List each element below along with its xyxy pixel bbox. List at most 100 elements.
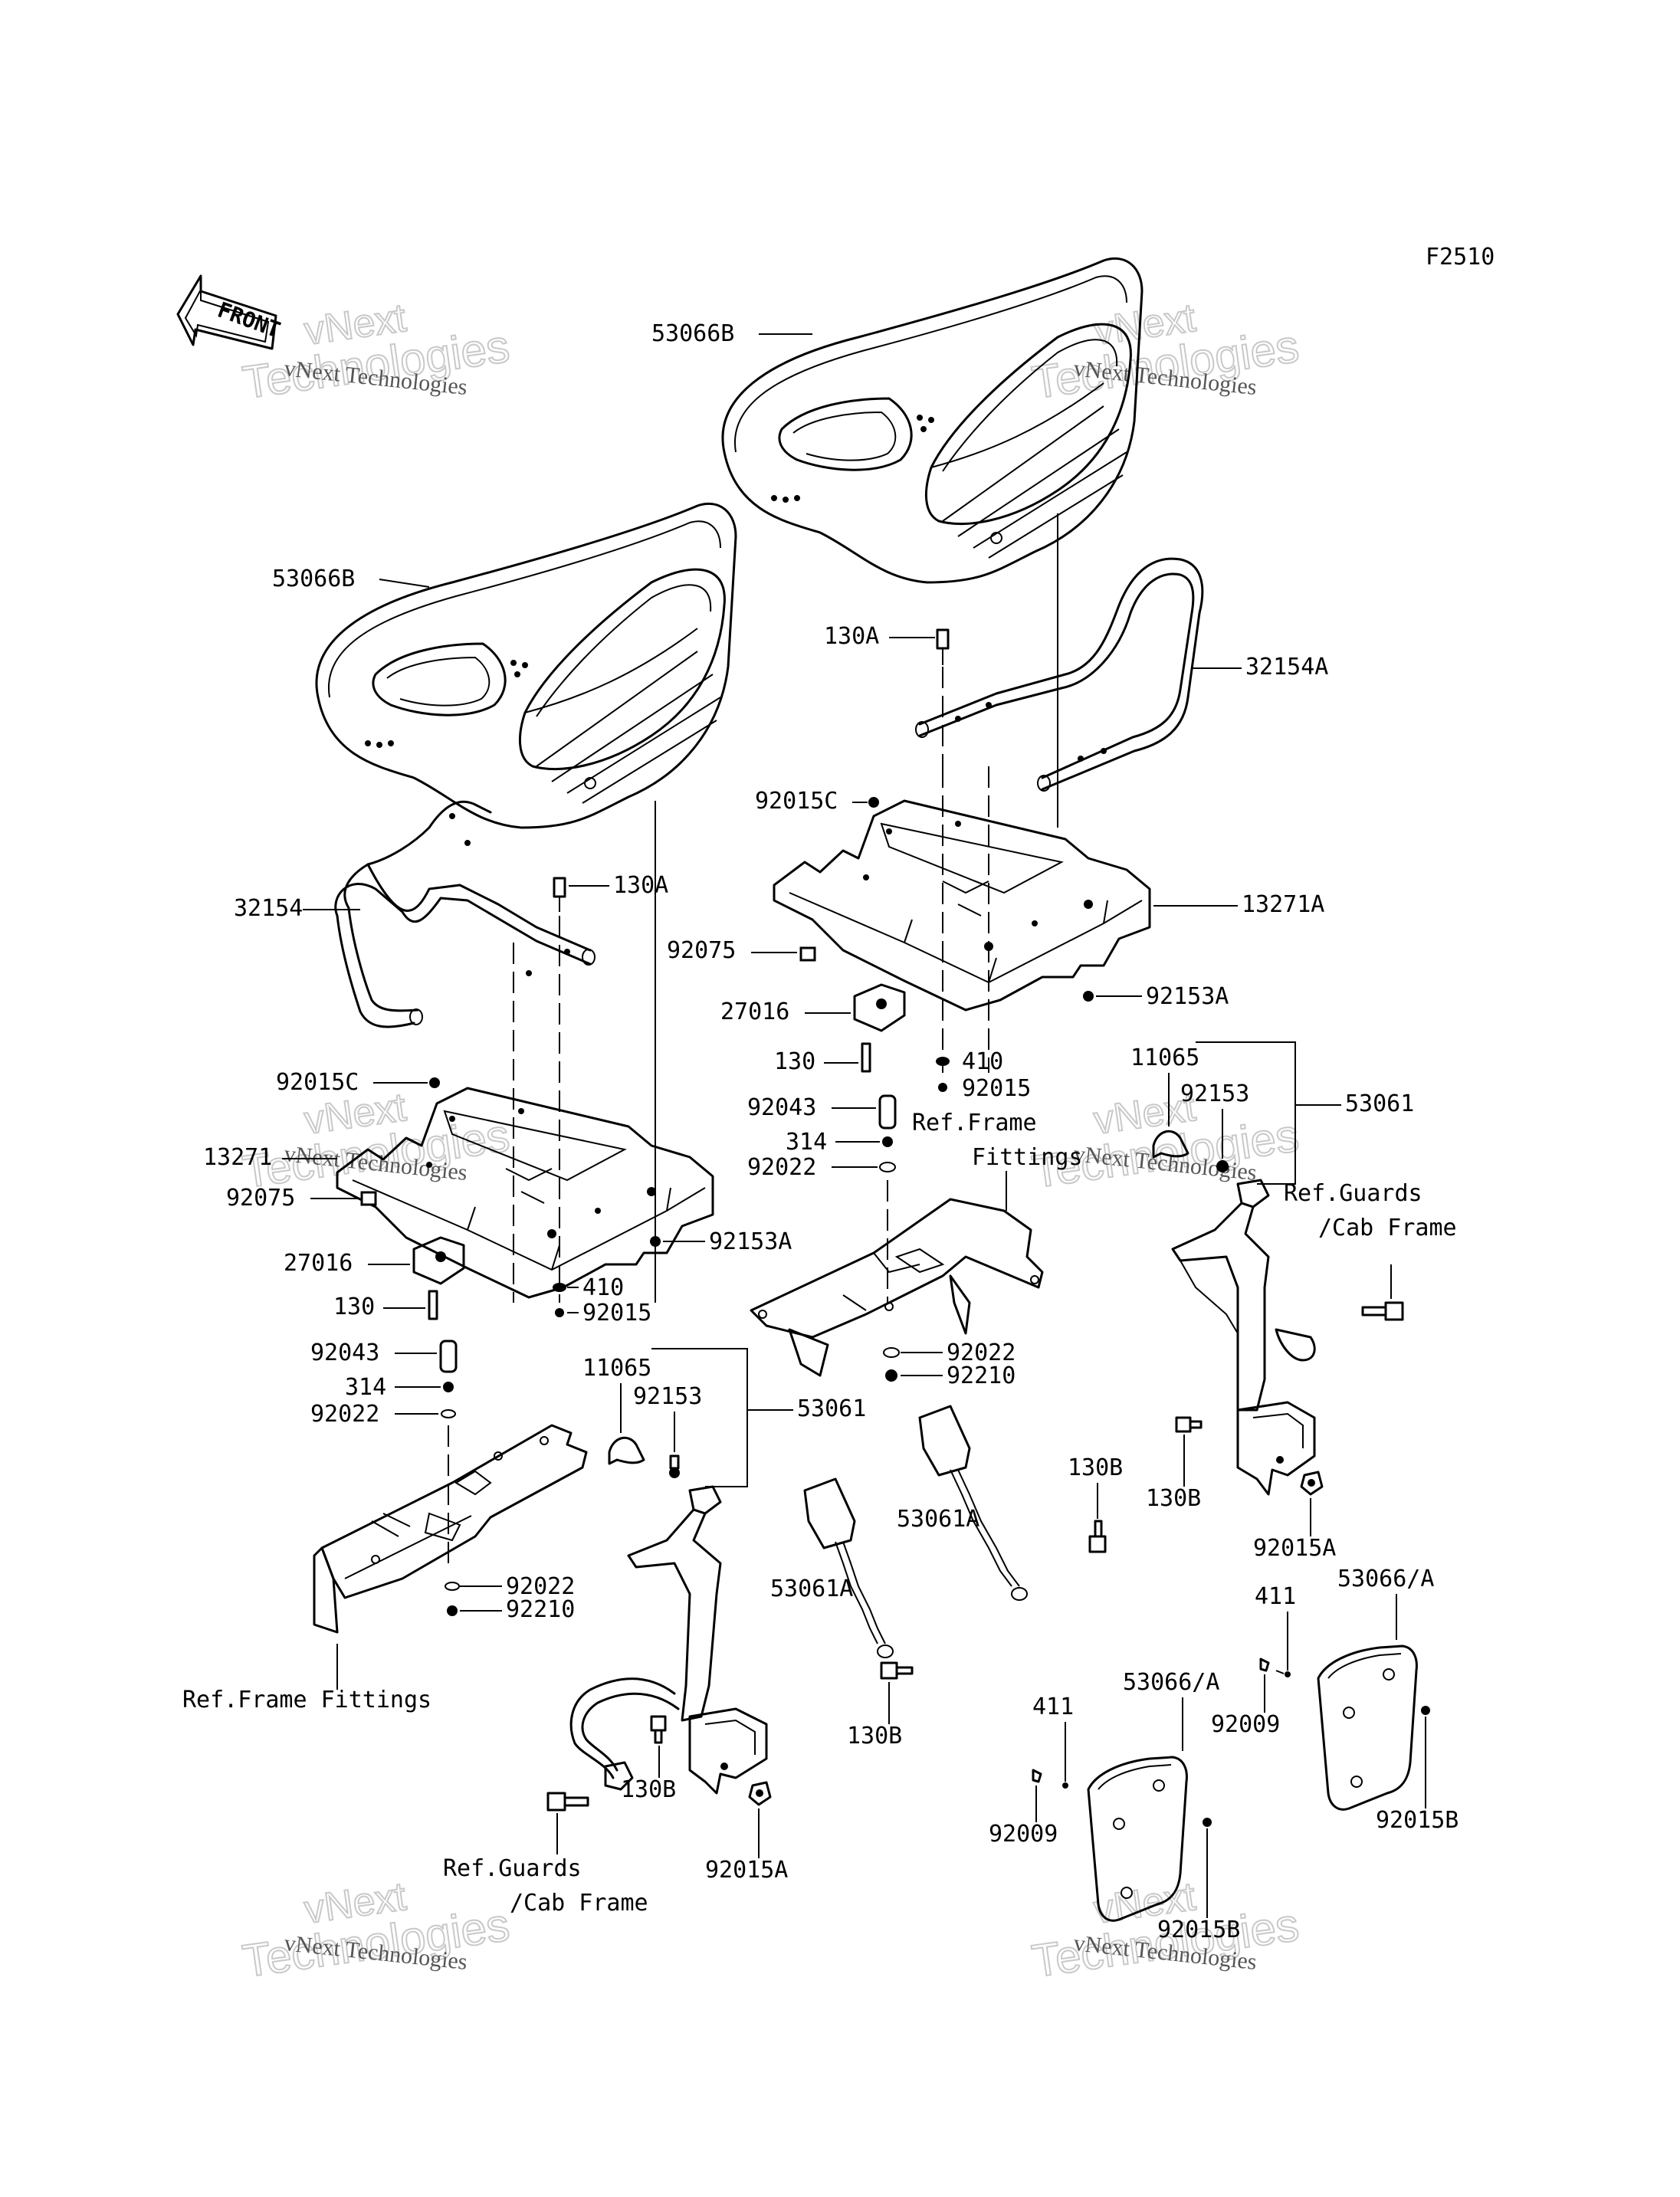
label-washer-92022-mid-top: 92022 — [747, 1154, 816, 1181]
bolt-130b-right — [1175, 1416, 1203, 1433]
label-nut-92210-left: 92210 — [506, 1596, 575, 1623]
nut-92210-left — [447, 1605, 458, 1616]
nut-92015b-left — [1203, 1818, 1212, 1827]
label-ref-guards-line1-right: Ref.Guards — [1284, 1180, 1422, 1207]
watermark-group: vNext Technologies vNext Technologies vN… — [238, 295, 1302, 1988]
pad-92075-left — [360, 1191, 377, 1206]
label-nut-92009-left: 92009 — [989, 1821, 1058, 1848]
label-nut-92015b-left: 92015B — [1157, 1917, 1240, 1943]
guard-32154 — [334, 800, 596, 1028]
label-washer-92022-left-bot: 92022 — [506, 1573, 575, 1600]
cover-11065-right — [1152, 1130, 1189, 1159]
label-bolt-130b-bottom: 130B — [847, 1723, 902, 1749]
bolt-411-left — [1062, 1782, 1068, 1789]
watermark-bottom-left: vNext Technologies vNext Technologies — [238, 1874, 513, 1988]
base-plate-13271a — [773, 799, 1151, 1012]
label-buckle-53061a-left: 53061A — [770, 1576, 853, 1602]
frame-bracket-left — [313, 1424, 588, 1634]
label-guard-32154a: 32154A — [1245, 654, 1328, 680]
bolt-411-right — [1275, 1670, 1291, 1677]
watermark-top-left: vNext Technologies vNext Technologies — [238, 295, 513, 409]
label-nut-92210-mid: 92210 — [947, 1362, 1016, 1389]
label-ref-guards-line2-right: /Cab Frame — [1318, 1215, 1457, 1241]
nut-92009-right — [1259, 1658, 1270, 1672]
cover-53066a-left — [1087, 1756, 1188, 1922]
label-nut-92015b-right: 92015B — [1376, 1807, 1459, 1834]
bolt-92153-right — [1216, 1160, 1229, 1172]
label-bolt-130-left: 130 — [333, 1294, 375, 1320]
label-nut-92015-left: 92015 — [582, 1300, 651, 1326]
nut-92015a-right — [1300, 1471, 1324, 1496]
bolt-130-right — [861, 1042, 871, 1073]
label-base-13271: 13271 — [203, 1144, 272, 1171]
label-collar-314-mid: 314 — [786, 1129, 827, 1156]
washer-92022-mid-top — [879, 1162, 896, 1172]
cover-53066a-right — [1317, 1644, 1418, 1811]
label-nut-92015a-right: 92015A — [1253, 1535, 1336, 1562]
bolt-92153a-left — [650, 1236, 661, 1247]
label-washer-92022-mid-bot: 92022 — [947, 1340, 1016, 1366]
label-ref-guards-line1-left: Ref.Guards — [443, 1855, 582, 1882]
cover-11065-left — [608, 1436, 645, 1465]
label-washer-410-right: 410 — [962, 1048, 1003, 1075]
pin-92043-left — [439, 1340, 458, 1373]
label-washer-92022-left-top: 92022 — [310, 1401, 379, 1428]
bolt-130a-left — [553, 877, 566, 912]
buckle-53061a-mid — [918, 1405, 1028, 1601]
guard-32154a — [915, 557, 1204, 792]
seat-belt-53061-left — [569, 1485, 768, 1795]
bracket-27016-right — [853, 983, 906, 1032]
bolt-130b-left-belt — [650, 1715, 667, 1744]
label-pin-92043-left: 92043 — [310, 1340, 379, 1366]
label-guard-32154: 32154 — [234, 895, 303, 922]
washer-410-right — [936, 1057, 950, 1066]
pad-92075-right — [799, 946, 816, 962]
figure-code: F2510 — [1426, 244, 1495, 271]
label-belt-53061-right: 53061 — [1345, 1090, 1414, 1117]
label-seat-back-left: 53066B — [272, 566, 355, 592]
label-bolt-92153-right: 92153 — [1180, 1080, 1249, 1107]
label-ref-frame-line1: Ref.Frame — [912, 1110, 1037, 1136]
label-bracket-27016-right: 27016 — [720, 998, 789, 1025]
label-nut-92015-right: 92015 — [962, 1075, 1031, 1102]
label-bolt-92153a-right: 92153A — [1146, 983, 1229, 1010]
label-bolt-130a-left: 130A — [613, 872, 668, 899]
label-ref-frame-line2: Fittings — [972, 1144, 1083, 1171]
nut-92210-mid — [885, 1369, 897, 1382]
bolt-130-left — [428, 1290, 438, 1320]
label-collar-314-left: 314 — [345, 1374, 386, 1401]
label-nut-92015c-left: 92015C — [276, 1069, 359, 1096]
collar-314-mid — [882, 1136, 893, 1147]
bolt-ref-guards-right — [1361, 1301, 1404, 1321]
nut-92015b-right — [1421, 1706, 1430, 1715]
label-ref-frame-fittings-left: Ref.Frame Fittings — [182, 1687, 431, 1713]
label-ref-guards-line2-left: /Cab Frame — [510, 1890, 648, 1917]
label-base-13271a: 13271A — [1242, 891, 1324, 918]
bracket-27016-left — [412, 1236, 465, 1285]
washer-410-left — [553, 1283, 566, 1292]
washer-92022-left-top — [441, 1409, 456, 1418]
label-buckle-53061a-mid: 53061A — [897, 1506, 979, 1533]
label-bolt-411-right: 411 — [1255, 1583, 1296, 1610]
nut-92015c-right — [868, 797, 879, 808]
label-bolt-411-left: 411 — [1032, 1694, 1074, 1720]
label-nut-92015c-right: 92015C — [755, 788, 838, 815]
base-plate-13271 — [336, 1087, 714, 1299]
label-pad-92075-right: 92075 — [667, 937, 736, 964]
washer-92022-mid-bot — [883, 1347, 900, 1358]
nut-92009-left — [1032, 1769, 1042, 1783]
label-cover-11065-right: 11065 — [1130, 1044, 1199, 1071]
label-nut-92015a-left: 92015A — [705, 1857, 788, 1884]
nut-92015a-left — [748, 1781, 772, 1806]
label-seat-back-right: 53066B — [651, 320, 734, 347]
label-bolt-130b-right: 130B — [1146, 1485, 1201, 1512]
bolt-ref-guards-left — [546, 1792, 589, 1812]
buckle-53061a-left — [803, 1477, 894, 1658]
frame-bracket-mid — [750, 1198, 1044, 1377]
bolt-92153-left — [669, 1454, 680, 1478]
front-arrow-icon: FRONT — [176, 274, 284, 350]
label-pin-92043-mid: 92043 — [747, 1094, 816, 1121]
label-bolt-92153-left: 92153 — [633, 1383, 702, 1410]
label-nut-92009-right: 92009 — [1211, 1711, 1280, 1738]
